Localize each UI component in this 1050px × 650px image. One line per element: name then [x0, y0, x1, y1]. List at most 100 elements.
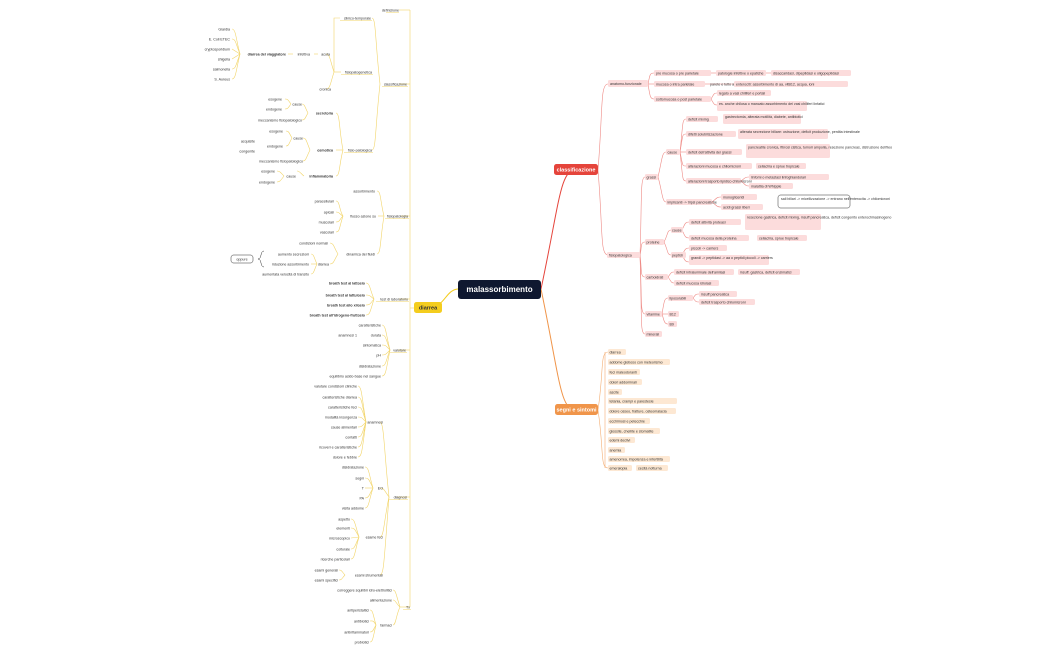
node-pathogen-3[interactable]: shigella: [218, 58, 230, 62]
node-insuff-pancreatica[interactable]: insuff pancreatica: [699, 291, 737, 297]
node-segno-0[interactable]: diarrea: [608, 349, 626, 355]
node-deficit-intraluminale[interactable]: deficit intraluminale dell'amilasi: [674, 269, 734, 275]
node-eo-1[interactable]: segni: [355, 477, 364, 481]
node-anam-4[interactable]: cause alimentari: [331, 426, 357, 430]
node-grassi[interactable]: grassi: [645, 174, 658, 180]
node-segno-12[interactable]: emeralopia: [608, 465, 632, 471]
node-vascolari[interactable]: vascolari: [320, 231, 334, 235]
node-condizioni-normali[interactable]: condizioni normali: [299, 242, 328, 246]
node-breath-3[interactable]: breath test all'idrogeno-fruttosio: [310, 314, 366, 318]
node-parete[interactable]: parete e tutto apparato: [710, 83, 746, 87]
node-breath-2[interactable]: breath test allo xilosio: [327, 304, 366, 308]
node-deficit-solubilizzazione-d[interactable]: alterata secrezione biliare: ostruzione,…: [738, 129, 860, 139]
node-anam-5[interactable]: contatti: [345, 436, 357, 440]
node-osm-congenite[interactable]: congenite: [239, 150, 255, 154]
node-val-2[interactable]: anamnesi 1: [338, 334, 357, 338]
node-cecita[interactable]: cecità notturna: [636, 465, 668, 471]
node-b9[interactable]: B9: [668, 321, 677, 327]
node-feci-1[interactable]: elementi: [336, 527, 350, 531]
node-cause-proteine[interactable]: cause: [671, 227, 683, 233]
node-farm-1[interactable]: antibiotici: [354, 620, 369, 624]
node-anamnesi[interactable]: anamnesi: [367, 421, 383, 425]
node-osm-esogene[interactable]: esogene: [269, 130, 283, 134]
node-segno-11[interactable]: amenorrea, impotenza e infertilità: [608, 456, 670, 462]
node-esami-1[interactable]: esami specifici: [315, 579, 339, 583]
node-alterazioni-mucosa[interactable]: alterazioni mucosa e chilomicroni: [686, 163, 752, 169]
node-carboidrati[interactable]: carboidrati: [645, 274, 668, 280]
branch-segni-e-sintomi[interactable]: segni e sintomi: [555, 404, 598, 415]
node-val-3[interactable]: sintomatica: [363, 344, 381, 348]
node-pathogen-5[interactable]: S. Aureus: [214, 78, 230, 82]
node-diarrea-viaggiatore[interactable]: diarrea del viaggiatore: [248, 53, 286, 57]
node-enterociti[interactable]: enterociti: assorbimento di aa, vitB12, …: [734, 81, 848, 87]
node-deficit-lipasi-d[interactable]: pancreatite cronica, fibrosi cistica, tu…: [746, 144, 892, 158]
node-feci-0[interactable]: aspetto: [338, 518, 350, 522]
node-alterazioni-mucosa-d[interactable]: celiachia e sprue tropicale: [756, 163, 806, 169]
node-sottomucosa[interactable]: sottomucosa o post parietale: [654, 96, 711, 102]
node-pathogen-2[interactable]: cryptosporidium: [205, 48, 230, 52]
node-linfomi[interactable]: linfomi o metastasi linfoghiandolari: [749, 174, 829, 180]
node-diarrea-mech[interactable]: diarrea: [318, 263, 329, 267]
node-farm-3[interactable]: probiotici: [355, 641, 370, 645]
node-feci-3[interactable]: colturale: [336, 548, 350, 552]
node-muscolari[interactable]: muscolari: [319, 221, 335, 225]
node-alterazioni-trasporto[interactable]: alterazioni trasporto lipidico chilomicr…: [686, 178, 752, 184]
node-rallentato[interactable]: es. anche chilosa o mancato assorbimento…: [717, 101, 825, 111]
node-esami-strumentali[interactable]: esami strumentali: [355, 574, 383, 578]
node-anam-2[interactable]: caratteristiche feci: [328, 406, 357, 410]
node-val-1[interactable]: durata: [371, 334, 381, 338]
node-sec-meccanismo[interactable]: meccanismo fisiopatologico: [258, 119, 302, 123]
node-cause-grassi[interactable]: cause: [666, 149, 680, 155]
node-deficit-solubilizzazione[interactable]: difetti solubilizzazione: [686, 131, 736, 137]
node-segno-8[interactable]: glossite, cheilite e stomatite: [608, 428, 660, 434]
node-deficit-mixing-d[interactable]: gastrectomia, alterata motilità, diabete…: [723, 114, 803, 124]
node-deficit-mixing[interactable]: deficit mixing: [686, 116, 718, 122]
node-sec-cause[interactable]: cause: [292, 103, 302, 107]
node-riduzione-assorbimento[interactable]: riduzione assorbimento: [272, 263, 309, 267]
branch-classificazione[interactable]: classificazione: [554, 164, 598, 175]
node-segno-1[interactable]: addome globoso con meteorismo: [608, 359, 670, 365]
node-deficit-mucosa-enz[interactable]: deficit mucosa idrolasi: [674, 280, 719, 286]
node-val-0[interactable]: caratteristiche: [359, 324, 381, 328]
node-val-5[interactable]: disidratazione: [359, 365, 381, 369]
node-mucosa-intra[interactable]: mucosa o intra parietale: [654, 81, 705, 87]
node-flusso-ioni[interactable]: flusso azione su: [350, 215, 376, 219]
node-linfatici[interactable]: legato a vasi chiliferi e portali: [717, 90, 771, 96]
node-eo[interactable]: EO: [378, 487, 383, 491]
node-fisiopatologica[interactable]: fisiopatologica: [607, 252, 640, 258]
node-pathogen-4[interactable]: salmonella: [213, 68, 230, 72]
node-osm-cause[interactable]: cause: [293, 137, 303, 141]
node-deficit-proteasi-d[interactable]: resezione gastrica, deficit mixing, insu…: [745, 214, 891, 230]
node-peptidi[interactable]: peptidi: [671, 252, 686, 258]
node-pathogen-1[interactable]: E. Coli ETEC: [209, 38, 231, 42]
node-segno-5[interactable]: tetania, crampi e parestesie: [608, 398, 677, 404]
node-segno-10[interactable]: anemia: [608, 447, 625, 453]
node-feci-2[interactable]: microscopico: [329, 537, 350, 541]
node-segno-4[interactable]: ascite: [608, 389, 622, 395]
node-monogliceridi[interactable]: monogliceridi: [721, 194, 757, 200]
node-eo-2[interactable]: T: [362, 487, 365, 491]
node-fisiopatogenetica[interactable]: fisiopatogenetica: [345, 71, 372, 75]
node-assorbimento[interactable]: assorbimento: [353, 190, 375, 194]
node-osmotica[interactable]: osmotica: [317, 149, 334, 153]
node-anam-0[interactable]: valutare condizioni cliniche: [314, 385, 357, 389]
node-val-4[interactable]: pH: [376, 354, 381, 358]
node-implicanti[interactable]: implicanti -> tripsi pancreatiche: [666, 199, 717, 205]
node-inf-cause[interactable]: cause: [286, 175, 296, 179]
node-breath-1[interactable]: breath test al lattulosio: [326, 294, 366, 298]
node-minerali[interactable]: minerali: [645, 331, 662, 337]
node-diagnosi[interactable]: diagnosi: [394, 496, 408, 500]
node-esami-0[interactable]: esami generali: [315, 569, 339, 573]
node-fisiopatologia[interactable]: fisiopatologia: [387, 215, 408, 219]
node-paracellulari[interactable]: paracellulari: [315, 200, 335, 204]
node-anam-7[interactable]: dolore e febbre: [333, 456, 357, 460]
node-proteine[interactable]: proteine: [645, 239, 664, 245]
callout-oppure[interactable]: oppure: [230, 254, 254, 264]
node-acuta[interactable]: acuta: [321, 53, 330, 57]
node-dinamica-fluidi[interactable]: dinamica dei fluidi: [346, 253, 375, 257]
node-infiammatoria[interactable]: infiammatoria: [309, 175, 334, 179]
node-farm-0[interactable]: antiperistaltici: [347, 609, 369, 613]
node-farmaci[interactable]: farmaci: [380, 624, 392, 628]
node-anam-1[interactable]: caratteristiche diarrea: [322, 396, 357, 400]
node-inf-esogene[interactable]: esogene: [261, 170, 275, 174]
